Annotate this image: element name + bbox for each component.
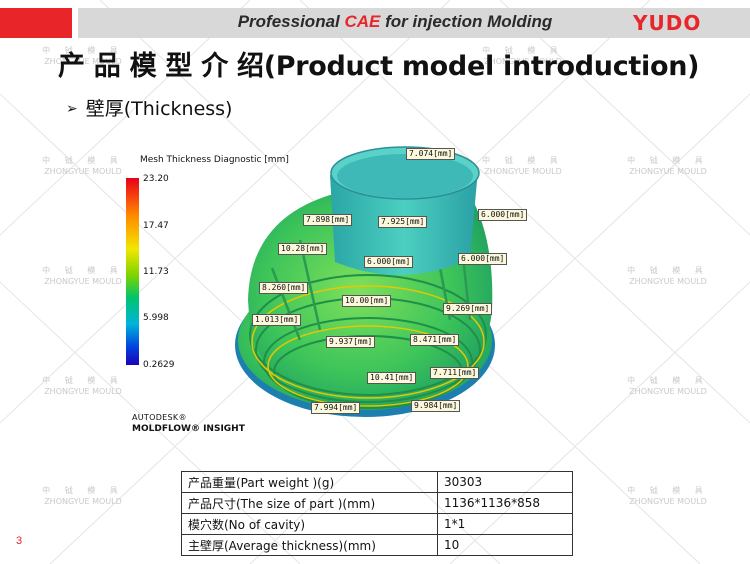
legend-value: 11.73 — [143, 267, 169, 277]
yudo-logo: YUDO — [633, 11, 702, 35]
legend-value: 17.47 — [143, 221, 169, 231]
table-value: 30303 — [437, 471, 573, 493]
table-key: 产品重量(Part weight )(g) — [181, 471, 438, 493]
thickness-label: 6.000[mm] — [364, 256, 414, 268]
legend-value: 23.20 — [143, 174, 169, 184]
header-accent-block — [0, 8, 72, 38]
thickness-label: 7.074[mm] — [406, 148, 456, 160]
thickness-label: 10.00[mm] — [342, 295, 392, 307]
table-value: 10 — [437, 534, 573, 556]
thickness-label: 9.937[mm] — [326, 336, 376, 348]
thickness-label: 9.984[mm] — [411, 400, 461, 412]
thickness-label: 6.000[mm] — [458, 253, 508, 265]
legend-title: Mesh Thickness Diagnostic [mm] — [140, 155, 289, 165]
thickness-label: 1.013[mm] — [252, 314, 302, 326]
table-value: 1*1 — [437, 513, 573, 535]
thickness-label: 8.471[mm] — [410, 334, 460, 346]
bullet-text: 壁厚(Thickness) — [85, 98, 233, 120]
table-row: 产品尺寸(The size of part )(mm) 1136*1136*85… — [181, 492, 573, 514]
header-title: Professional CAE for injection Molding — [237, 12, 553, 31]
thickness-label: 7.898[mm] — [303, 214, 353, 226]
legend-color-bar — [126, 178, 139, 365]
thickness-label: 10.28[mm] — [278, 243, 328, 255]
thickness-label: 7.994[mm] — [311, 402, 361, 414]
table-row: 模穴数(No of cavity) 1*1 — [181, 513, 573, 535]
page-number: 3 — [16, 535, 23, 547]
slide-title: 产 品 模 型 介 绍(Product model introduction) — [58, 51, 700, 82]
thickness-label: 8.260[mm] — [259, 282, 309, 294]
header-bar — [78, 8, 750, 38]
table-row: 产品重量(Part weight )(g) 30303 — [181, 471, 573, 493]
thickness-label: 6.000[mm] — [478, 209, 528, 221]
thickness-label: 7.711[mm] — [430, 367, 480, 379]
thickness-label: 10.41[mm] — [367, 372, 417, 384]
legend-value: 5.998 — [143, 313, 169, 323]
bullet-item: ➢ 壁厚(Thickness) — [66, 94, 232, 121]
arrow-bullet-icon: ➢ — [66, 101, 78, 117]
legend-value: 0.2629 — [143, 360, 175, 370]
table-key: 产品尺寸(The size of part )(mm) — [181, 492, 438, 514]
autodesk-label: AUTODESK® — [132, 413, 187, 422]
table-row: 主壁厚(Average thickness)(mm) 10 — [181, 534, 573, 556]
thickness-label: 7.925[mm] — [378, 216, 428, 228]
thickness-label: 9.269[mm] — [443, 303, 493, 315]
moldflow-label: MOLDFLOW® INSIGHT — [132, 424, 245, 434]
table-key: 主壁厚(Average thickness)(mm) — [181, 534, 438, 556]
part-spec-table: 产品重量(Part weight )(g) 30303 产品尺寸(The siz… — [181, 471, 573, 556]
table-value: 1136*1136*858 — [437, 492, 573, 514]
table-key: 模穴数(No of cavity) — [181, 513, 438, 535]
